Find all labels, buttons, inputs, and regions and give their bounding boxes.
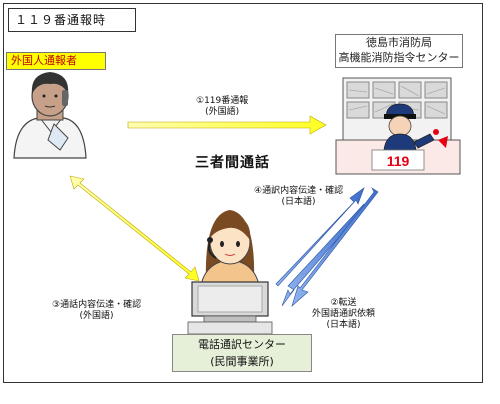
interpreter-figure (187, 210, 273, 335)
call-label-transfer-line3: (日本語) (326, 320, 361, 330)
three-way-call-label: 三者間通話 (195, 155, 270, 171)
report-arrow-to-fd (127, 115, 327, 135)
fire-department-name: 徳島市消防局 (366, 36, 432, 49)
call-label-report-line2: (外国語) (205, 107, 240, 117)
call-label-content-to-fd-line2: (日本語) (281, 197, 316, 207)
fire-department-label: 徳島市消防局 高機能消防指令センター (335, 34, 463, 68)
interpretation-center-type: (民間事業所) (210, 355, 274, 368)
call-label-content-to-fd-line1: ④通訳内容伝達・確認 (254, 186, 344, 196)
foreign-reporter-figure (13, 72, 87, 159)
command-center-name: 高機能消防指令センター (338, 51, 460, 64)
blue-arrow-to-center-main (291, 187, 379, 307)
call-label-transfer: ②転送 外国語通訳依頼 (日本語) (312, 298, 375, 331)
call-label-report-line1: ①119番通報 (196, 96, 249, 106)
blue-arrow-to-fd (275, 187, 365, 287)
diagram-frame (3, 3, 483, 383)
call-label-transfer-line1: ②転送 (330, 298, 357, 308)
diagram-title: １１９番通報時 (8, 8, 136, 32)
call-label-content-to-caller-line2: (外国語) (79, 311, 114, 321)
yellow-bidirectional-arrow (69, 175, 200, 282)
reporter-label: 外国人通報者 (6, 52, 106, 70)
emergency-number: 119 (387, 153, 410, 169)
call-label-content-to-fd: ④通訳内容伝達・確認 (日本語) (254, 186, 343, 208)
call-label-report: ①119番通報 (外国語) (196, 96, 248, 118)
call-label-transfer-line2: 外国語通訳依頼 (312, 309, 376, 319)
interpretation-center-label: 電話通訳センター (民間事業所) (172, 334, 312, 372)
interpretation-center-name: 電話通訳センター (198, 338, 286, 351)
fire-command-center-figure (335, 77, 461, 175)
call-label-content-to-caller-line1: ③通話内容伝達・確認 (52, 300, 142, 310)
call-label-content-to-caller: ③通話内容伝達・確認 (外国語) (52, 300, 141, 322)
